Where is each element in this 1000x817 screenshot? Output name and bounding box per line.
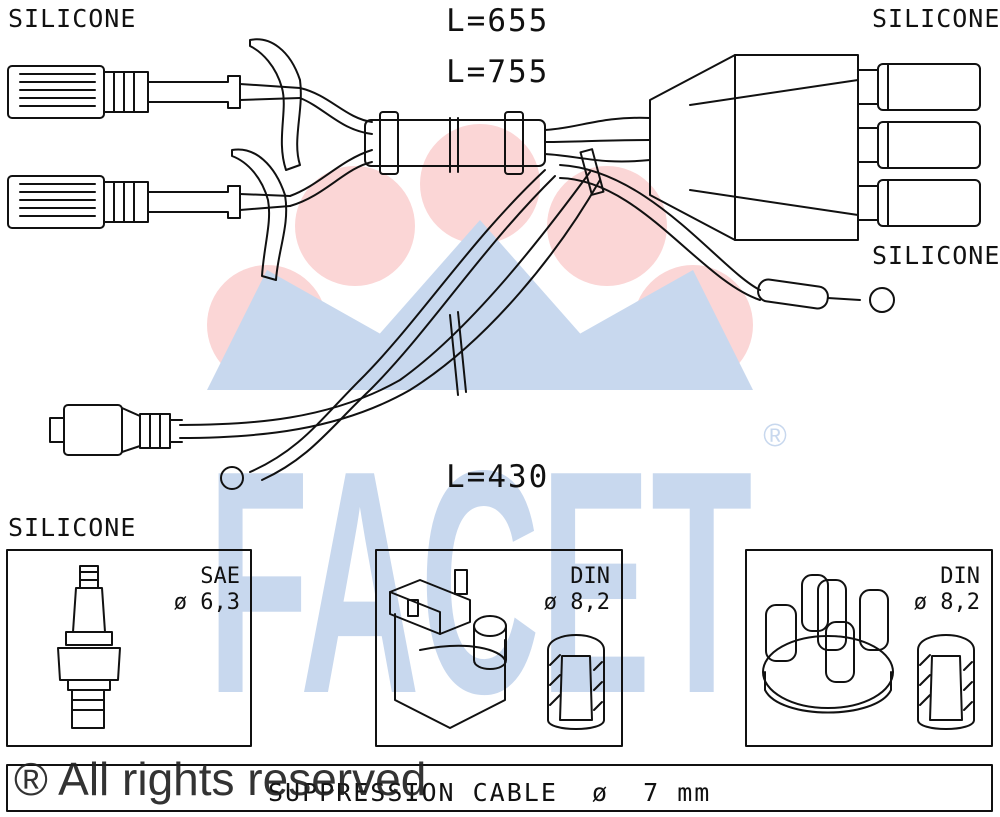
ignition-coil-icon: [389, 569, 507, 729]
spark-plug-box: [6, 549, 252, 747]
distributor-cap-box: [745, 549, 993, 747]
facet-watermark-text: FACET: [208, 405, 753, 760]
copyright-notice: ® All rights reserved: [14, 753, 427, 805]
silicone-label-top-right: SILICONE: [872, 4, 1000, 33]
spark-plug-standard: SAE: [200, 564, 240, 589]
plug-connector-2: [7, 175, 291, 229]
ignition-coil-box: [375, 549, 623, 747]
distributor-cap-icon: [762, 574, 894, 714]
registered-mark: ®: [763, 417, 787, 453]
ignition-coil-spec: DIN ø 8,2: [528, 564, 610, 616]
distributor-cap-diameter: ø 8,2: [913, 590, 980, 615]
length-label-655: L=655: [446, 3, 550, 39]
terminal-section-icon-1: [547, 634, 605, 730]
length-label-755: L=755: [446, 54, 550, 90]
terminal-section-icon-2: [917, 634, 975, 730]
plug-connector-1: [7, 65, 301, 119]
length-label-430: L=430: [446, 459, 550, 495]
drawing-lines: [6, 38, 993, 812]
suppression-cable-label: SUPPRESSION CABLE ø 7 mm: [268, 778, 712, 807]
coil-connector: [49, 404, 183, 456]
silicone-label-right: SILICONE: [872, 241, 1000, 270]
spark-plug-icon: [57, 565, 121, 729]
silicone-label-bottom-left: SILICONE: [8, 513, 137, 542]
spark-plug-diameter: ø 6,3: [173, 590, 240, 615]
distributor-cap-standard: DIN: [940, 564, 980, 589]
distributor-connector: [649, 54, 981, 241]
distributor-cap-spec: DIN ø 8,2: [898, 564, 980, 616]
ignition-coil-diameter: ø 8,2: [543, 590, 610, 615]
ignition-coil-standard: DIN: [570, 564, 610, 589]
facet-watermark: FACET ®: [207, 124, 787, 760]
silicone-label-top-left: SILICONE: [8, 4, 137, 33]
spark-plug-spec: SAE ø 6,3: [160, 564, 240, 616]
suppression-cable-box: [6, 764, 993, 812]
